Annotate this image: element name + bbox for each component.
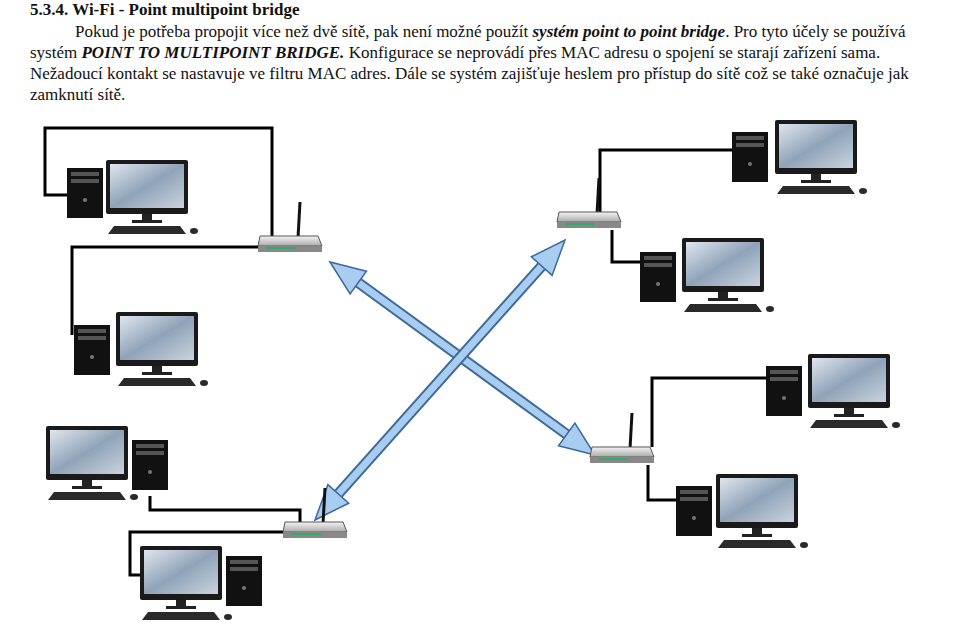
computer xyxy=(140,546,262,620)
wifi-router xyxy=(283,488,347,538)
computer xyxy=(46,426,168,500)
computer xyxy=(676,474,808,548)
computer xyxy=(732,120,867,194)
emphasized-text: systém point to point bridge xyxy=(532,22,725,41)
cable xyxy=(45,128,766,575)
section-title: 5.3.4. Wi-Fi - Point multipoint bridge xyxy=(30,0,300,20)
wifi-router xyxy=(557,178,621,228)
emphasized-text: POINT TO MULTIPOINT BRIDGE. xyxy=(81,43,344,62)
computer xyxy=(766,354,900,428)
computer xyxy=(640,238,774,312)
double-arrow xyxy=(315,240,565,520)
computer xyxy=(67,160,198,234)
computer xyxy=(74,312,208,386)
body-text: Pokud je potřeba propojit více než dvě s… xyxy=(75,22,528,41)
wifi-router xyxy=(590,413,654,463)
paragraph: Pokud je potřeba propojit více než dvě s… xyxy=(30,21,956,105)
wifi-router xyxy=(258,202,322,252)
